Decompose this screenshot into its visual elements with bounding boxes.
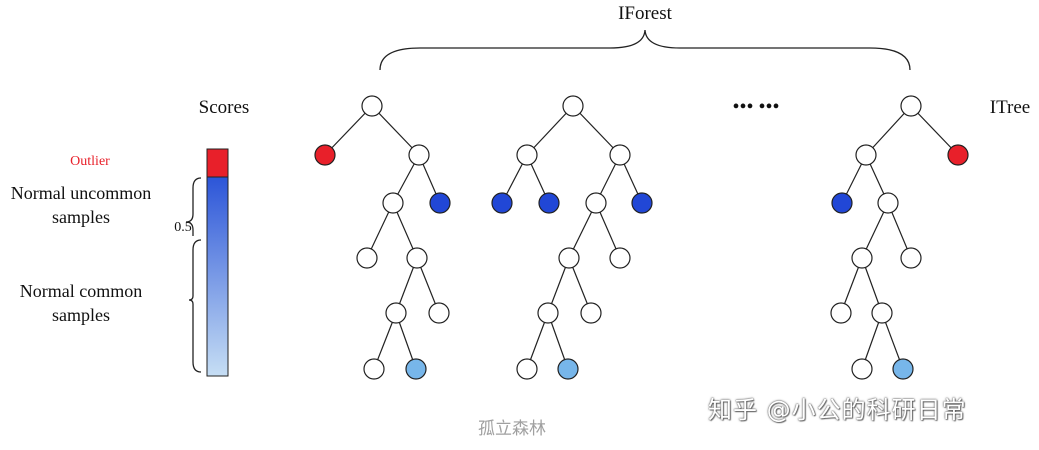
tree-node-common (892, 358, 914, 380)
uncommon-label-line2: samples (52, 207, 110, 227)
tree-edge (910, 105, 959, 156)
tree-node-normal (363, 358, 385, 380)
tree-node-normal (585, 192, 607, 214)
tree-node-normal (537, 302, 559, 324)
tree-edge (371, 105, 420, 156)
tree-edge (865, 105, 912, 156)
tree-node-normal (408, 144, 430, 166)
common-label-line1: Normal common (20, 281, 142, 301)
tree-node-normal (851, 358, 873, 380)
tree-node-normal (516, 358, 538, 380)
outlier-label: Outlier (70, 154, 110, 169)
scores-heading: Scores (199, 97, 250, 118)
tree-node-normal (851, 247, 873, 269)
tree-node-normal (558, 247, 580, 269)
score-bar-outlier (206, 148, 229, 178)
common-label-line2: samples (52, 305, 110, 325)
tree-node-normal (562, 95, 584, 117)
tree-node-normal (361, 95, 383, 117)
score-bar-gradient (206, 176, 229, 377)
ellipsis: ••• ••• (732, 96, 779, 118)
watermark: 知乎 @小公的科研日常 (708, 396, 967, 424)
tree-node-normal (356, 247, 378, 269)
tree-node-normal (609, 247, 631, 269)
tree-edge (324, 105, 373, 156)
tree-node-normal (428, 302, 450, 324)
tree-node-common (557, 358, 579, 380)
itree-label: ITree (990, 97, 1030, 118)
figure-caption: 孤立森林 (478, 419, 546, 439)
itree-1 (314, 95, 451, 380)
tree-node-normal (871, 302, 893, 324)
tree-node-normal (877, 192, 899, 214)
tree-node-normal (406, 247, 428, 269)
tree-node-outlier (947, 144, 969, 166)
tree-node-uncommon (831, 192, 853, 214)
tree-node-normal (385, 302, 407, 324)
tree-node-normal (900, 247, 922, 269)
common-brace (188, 239, 202, 373)
tree-edge (526, 105, 574, 156)
tree-node-normal (580, 302, 602, 324)
itree-3 (830, 95, 969, 380)
tree-node-normal (855, 144, 877, 166)
tree-node-uncommon (429, 192, 451, 214)
tree-node-normal (900, 95, 922, 117)
tree-node-uncommon (491, 192, 513, 214)
forest-brace (379, 29, 911, 71)
tree-node-normal (382, 192, 404, 214)
uncommon-brace (185, 177, 202, 236)
tree-node-normal (609, 144, 631, 166)
uncommon-label-line1: Normal uncommon (11, 183, 151, 203)
forest-title: IForest (618, 3, 673, 24)
tree-node-uncommon (631, 192, 653, 214)
tree-node-normal (516, 144, 538, 166)
itree-2 (491, 95, 653, 380)
tree-node-normal (830, 302, 852, 324)
tree-edge (572, 105, 621, 156)
trees-group (314, 95, 969, 380)
tree-node-uncommon (538, 192, 560, 214)
score-tick-label: 0.5 (174, 220, 192, 235)
tree-node-outlier (314, 144, 336, 166)
tree-node-common (405, 358, 427, 380)
